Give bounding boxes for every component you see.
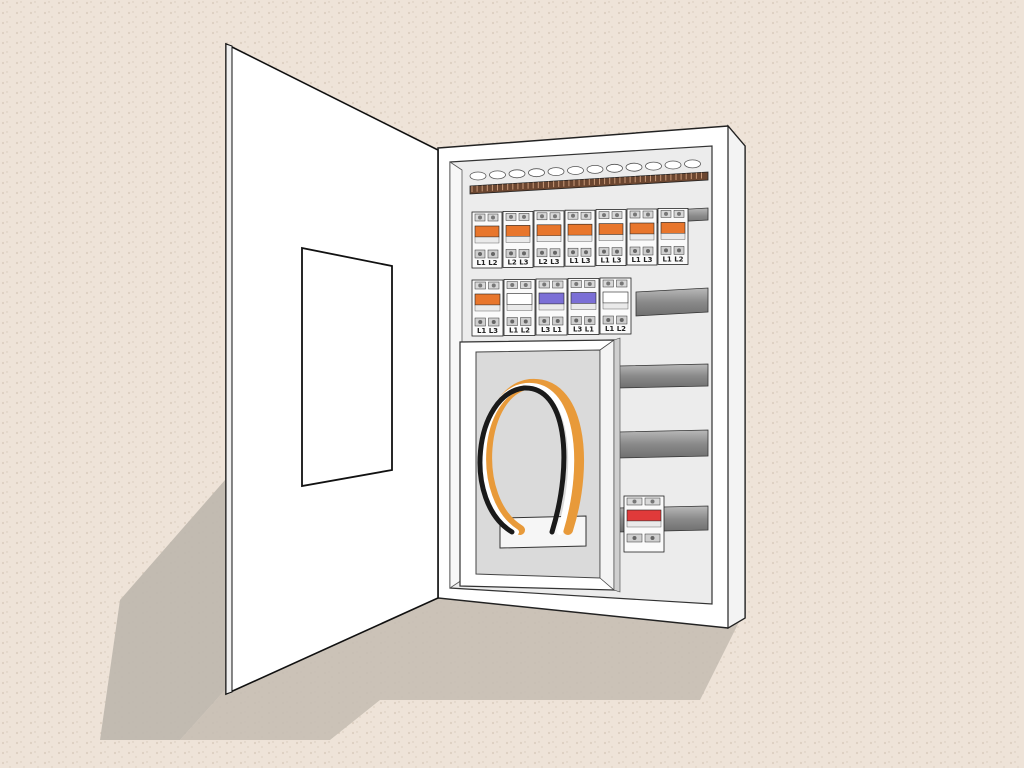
panel-shadow: [180, 590, 740, 740]
cable-entry-hole: [567, 166, 584, 175]
breaker-icon: L3 L1: [535, 278, 568, 336]
cable-entry-hole: [547, 167, 565, 177]
breaker-icon: L1 L3: [471, 279, 504, 337]
cable-entry-hole: [586, 164, 604, 174]
cable-entry-hole: [606, 163, 623, 173]
breaker-icon: [623, 495, 665, 553]
breaker-row-middle: L1 L3 L1 L2 L3 L1 L3 L1 L1 L2: [471, 277, 632, 337]
breaker-icon: L2 L3: [502, 210, 534, 268]
breaker-row-top: L1 L2 L2 L3 L2 L3 L1 L3 L1 L3 L1 L3 L1 L2: [471, 207, 689, 269]
cable-entry-hole: [664, 160, 682, 170]
cable-entry-hole: [645, 161, 662, 171]
breaker-phase-label: L1 L3: [631, 256, 652, 264]
breaker-phase-label: L1 L3: [477, 327, 498, 335]
breaker-phase-label: L3 L1: [573, 326, 594, 334]
breaker-phase-label: L3 L1: [541, 326, 562, 334]
door-window-icon: [301, 246, 393, 488]
breaker-phase-label: L1 L2: [509, 327, 530, 335]
cable-entry-hole: [489, 170, 506, 180]
breaker-phase-label: L1 L2: [476, 259, 497, 267]
main-breaker-red: [623, 495, 665, 553]
breaker-icon: L1 L3: [564, 209, 596, 267]
compartment-divider: [613, 337, 621, 593]
door-shadow: [100, 480, 225, 740]
cable-loop-icon: [477, 378, 585, 535]
breaker-icon: L3 L1: [567, 278, 600, 335]
cable-entry-hole: [625, 162, 643, 172]
breaker-icon: L1 L2: [503, 279, 536, 336]
breaker-icon: L1 L2: [657, 207, 689, 265]
breaker-icon: L2 L3: [533, 210, 565, 268]
breaker-phase-label: L1 L2: [605, 325, 626, 333]
cable-entry-hole: [528, 168, 545, 178]
cable-entry-hole: [469, 171, 487, 181]
breaker-phase-label: L1 L3: [600, 257, 621, 265]
breaker-phase-label: L1 L3: [569, 257, 590, 265]
breaker-icon: L1 L2: [599, 277, 632, 335]
cable-entry-hole: [684, 159, 701, 169]
breaker-phase-label: L1 L2: [662, 255, 683, 263]
breaker-phase-label: L2 L3: [538, 258, 559, 266]
breaker-icon: L1 L3: [626, 208, 658, 266]
busbar-icon: [469, 171, 709, 195]
breaker-icon: L1 L3: [595, 209, 627, 267]
cable-entry-hole: [508, 169, 526, 179]
breaker-phase-label: L2 L3: [507, 258, 528, 266]
cable-entry-holes: [469, 159, 701, 181]
breaker-icon: L1 L2: [471, 211, 503, 269]
panel-door: [225, 42, 439, 696]
